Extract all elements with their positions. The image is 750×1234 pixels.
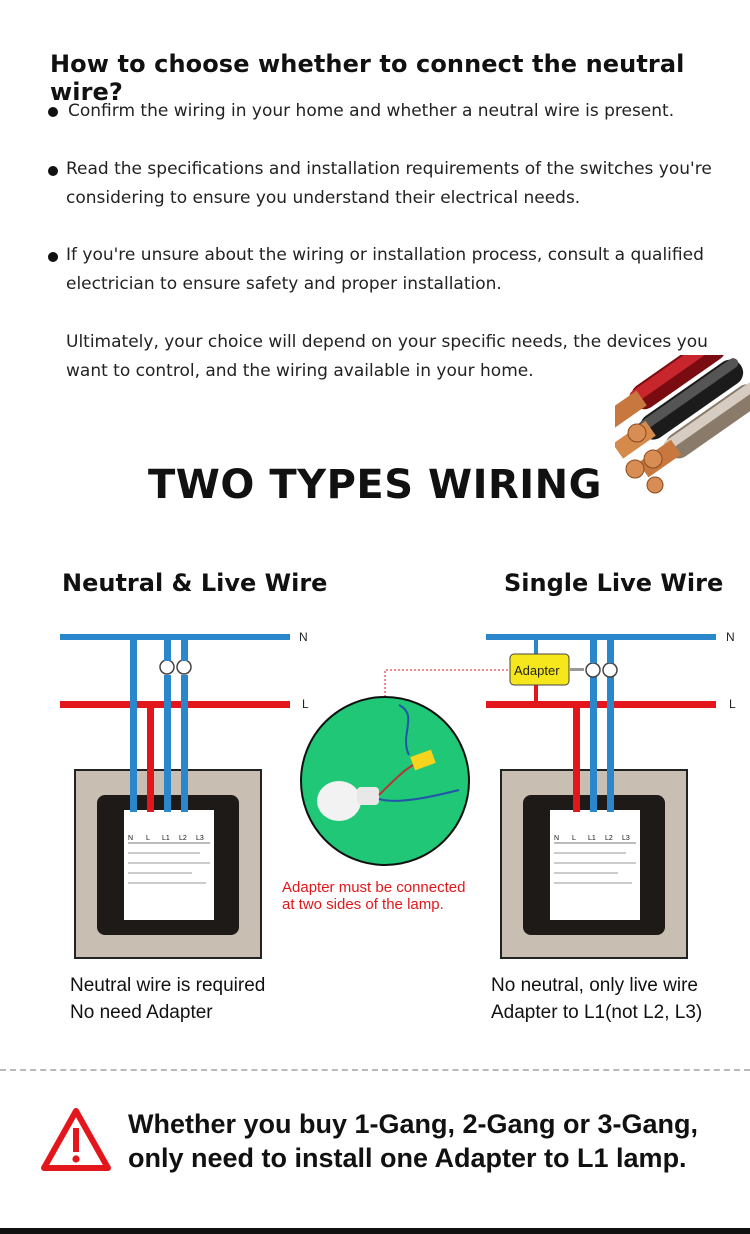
- right-wiring-diagram: N L L1 L2 L3: [486, 634, 716, 959]
- left-caption-line1: Neutral wire is required: [70, 975, 266, 996]
- svg-text:N: N: [554, 835, 559, 842]
- page-question-heading: How to choose whether to connect the neu…: [50, 50, 685, 106]
- svg-text:N: N: [128, 835, 133, 842]
- left-l-label: L: [302, 697, 309, 711]
- svg-text:L1: L1: [162, 835, 170, 842]
- adapter-note-line1: Adapter must be connected: [282, 879, 466, 896]
- bullet-text-2: Read the specifications and installation…: [66, 159, 712, 208]
- warning-line2: only need to install one Adapter to L1 l…: [128, 1143, 687, 1173]
- warning-line1: Whether you buy 1-Gang, 2-Gang or 3-Gang…: [128, 1109, 699, 1139]
- right-caption-line2: Adapter to L1(not L2, L3): [491, 1002, 703, 1023]
- adapter-note-line2: at two sides of the lamp.: [282, 896, 444, 913]
- adapter-photo-connector: [384, 669, 508, 698]
- warning-icon: [41, 1108, 111, 1171]
- bullet-text-3: If you're unsure about the wiring or ins…: [66, 245, 704, 294]
- adapter-label: Adapter: [514, 663, 560, 678]
- bottom-bar: [0, 1228, 750, 1234]
- right-n-label: N: [726, 630, 735, 644]
- right-l-label: L: [729, 697, 736, 711]
- section-title: TWO TYPES WIRING: [148, 462, 602, 508]
- left-wiring-diagram: N L L1 L2 L3: [60, 634, 290, 959]
- right-diagram-title: Single Live Wire: [504, 569, 724, 597]
- lamp-adapter-photo: [300, 696, 470, 866]
- svg-text:L3: L3: [622, 835, 630, 842]
- svg-text:L3: L3: [196, 835, 204, 842]
- bullet-dot: [48, 166, 58, 176]
- svg-text:L1: L1: [588, 835, 596, 842]
- bullet-text-1: Confirm the wiring in your home and whet…: [68, 101, 675, 121]
- svg-text:L2: L2: [605, 835, 613, 842]
- left-diagram-title: Neutral & Live Wire: [62, 569, 328, 597]
- bullet-dot: [48, 252, 58, 262]
- conclusion-text: Ultimately, your choice will depend on y…: [66, 332, 708, 381]
- svg-text:L2: L2: [179, 835, 187, 842]
- section-divider: [0, 1069, 750, 1071]
- copper-cable-image: [615, 355, 750, 494]
- left-n-label: N: [299, 630, 308, 644]
- bullet-dot: [48, 107, 58, 117]
- svg-text:L: L: [146, 835, 150, 842]
- svg-text:L: L: [572, 835, 576, 842]
- warning-text: Whether you buy 1-Gang, 2-Gang or 3-Gang…: [128, 1107, 698, 1175]
- right-caption-line1: No neutral, only live wire: [491, 975, 698, 996]
- left-caption-line2: No need Adapter: [70, 1002, 213, 1023]
